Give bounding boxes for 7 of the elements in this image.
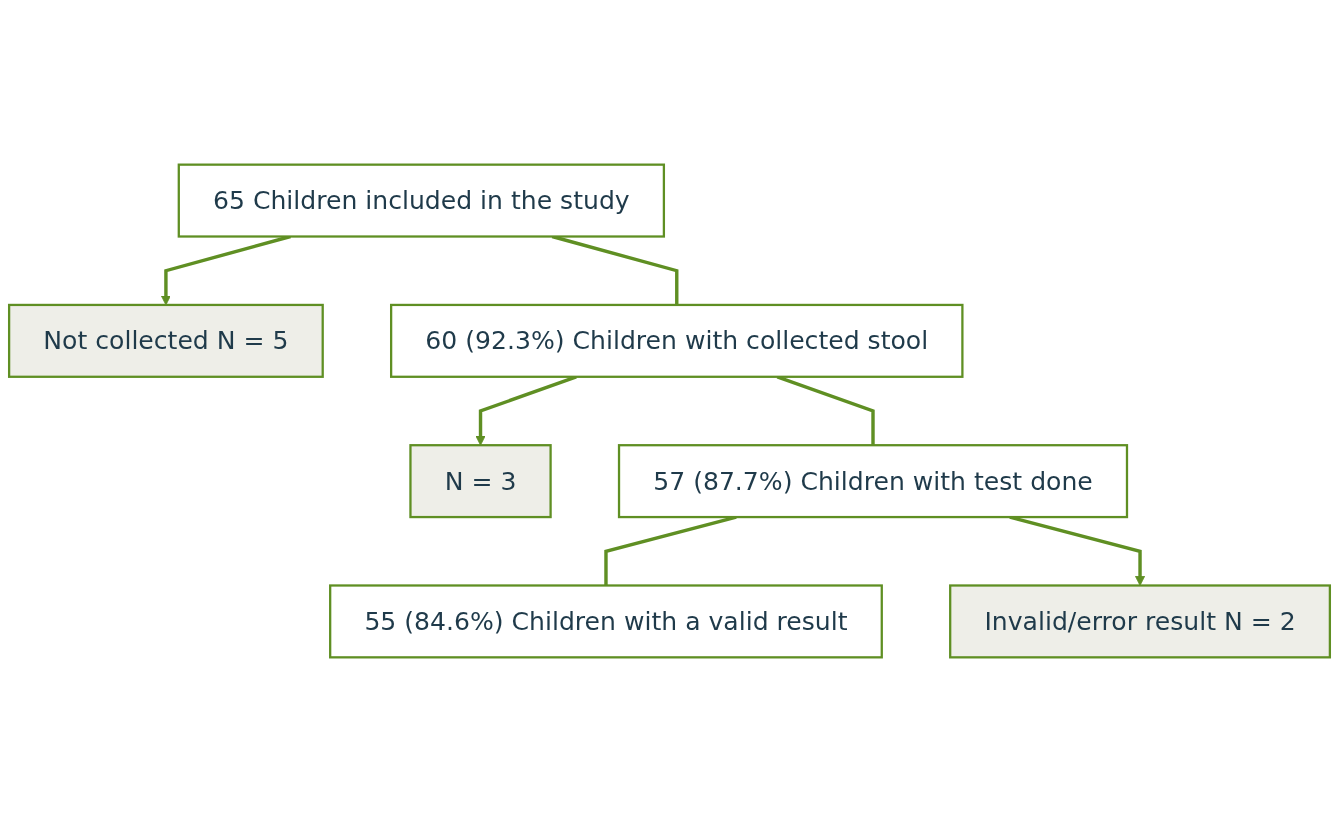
node-box: 65 Children included in the study bbox=[177, 163, 666, 238]
node-box: 55 (84.6%) Children with a valid result bbox=[329, 584, 883, 659]
node-box: 60 (92.3%) Children with collected stool bbox=[390, 303, 964, 378]
node-box: Invalid/error result N = 2 bbox=[949, 584, 1332, 659]
node-box: 57 (87.7%) Children with test done bbox=[617, 444, 1129, 519]
node-box: Not collected N = 5 bbox=[7, 303, 324, 378]
node-box: N = 3 bbox=[409, 444, 552, 519]
